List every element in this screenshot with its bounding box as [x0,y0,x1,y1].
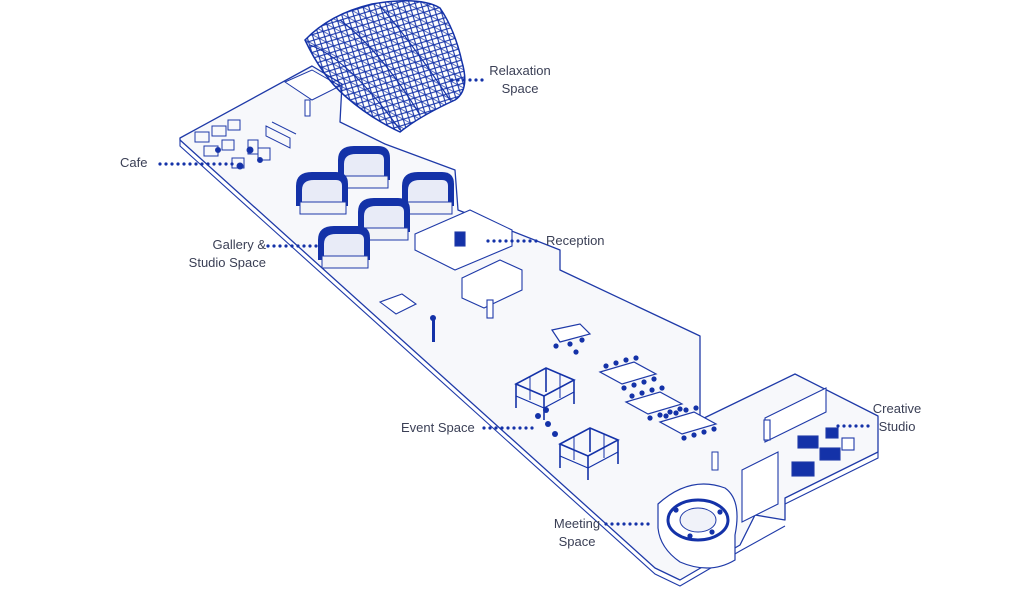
cafe-furniture [194,119,297,170]
relaxation-net [304,0,466,133]
label-meeting-line2: Space [558,534,596,549]
label-gallery-line2: Studio Space [188,255,266,270]
label-relaxation-line2: Space [501,81,539,96]
leader-meeting [604,522,650,526]
label-creative-line1: Creative [872,401,922,416]
leader-relaxation [450,78,484,82]
label-leaders [158,78,870,526]
label-cafe: Cafe [120,155,148,170]
label-creative-line2: Studio [878,419,916,434]
leader-reception [486,239,538,243]
label-gallery-studio-space: Gallery & Studio Space [170,236,266,272]
leader-event [482,426,534,430]
label-creative-studio: Creative Studio [862,400,932,436]
leader-gallery [266,244,324,248]
label-meeting-line1: Meeting [553,516,601,531]
label-relaxation-line1: Relaxation [489,63,551,78]
leader-cafe [158,162,234,166]
meeting-pod [657,483,738,569]
reception-desk [378,209,523,342]
label-reception: Reception [546,233,605,248]
floor-slab [179,65,879,587]
leader-creative [836,424,870,428]
label-relaxation-space: Relaxation Space [484,62,556,98]
event-space-furniture [515,323,719,481]
label-gallery-line1: Gallery & [212,237,266,252]
label-meeting-space: Meeting Space [546,515,608,551]
creative-studio-furniture [741,387,855,523]
label-event-space: Event Space [401,420,475,435]
